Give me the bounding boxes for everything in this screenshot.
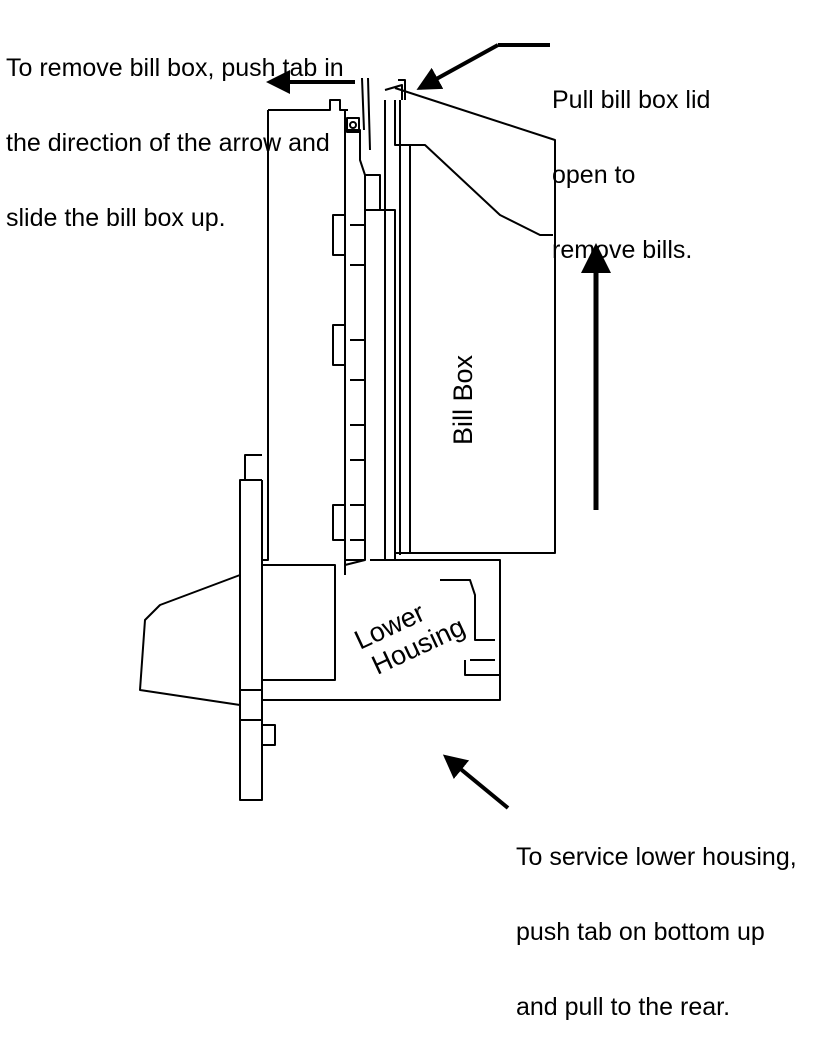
- bill-validator-diagram: Bill Box Lower Housing: [139, 43, 611, 810]
- release-tab: [361, 77, 371, 151]
- rail-block: [350, 224, 366, 266]
- flange-bottom-tab: [262, 724, 276, 746]
- bill-box-lid: [384, 84, 410, 146]
- instruction-line: open to: [552, 161, 636, 189]
- rail-block: [350, 424, 366, 461]
- bill-box-front-wall: [384, 100, 411, 560]
- mounting-flange: [239, 454, 263, 801]
- lower-housing-label: Lower Housing: [350, 584, 470, 682]
- instruction-line: and pull to the rear.: [516, 993, 731, 1021]
- rail-block: [350, 339, 366, 381]
- bill-box-outline: [394, 87, 556, 554]
- lower-housing-profile: [440, 579, 500, 676]
- open-lid-instruction: Pull bill box lid open to remove bills.: [552, 38, 710, 288]
- lid-latch: [398, 79, 406, 100]
- lower-rail-bracket: [344, 559, 366, 575]
- service-pointer-arrow: [442, 754, 510, 810]
- tab-knob: [332, 324, 345, 366]
- bezel-divider: [240, 689, 262, 721]
- instruction-line: the direction of the arrow and: [6, 129, 330, 157]
- instruction-line: To remove bill box, push tab in: [6, 54, 344, 82]
- instruction-line: Pull bill box lid: [552, 86, 711, 114]
- lid-contour: [410, 144, 553, 236]
- instruction-line: slide the bill box up.: [6, 204, 226, 232]
- bill-box-label: Bill Box: [448, 354, 478, 445]
- rail-block: [350, 504, 366, 541]
- remove-bill-box-instruction: To remove bill box, push tab in the dire…: [6, 6, 344, 256]
- upper-housing: [262, 99, 348, 561]
- lower-housing-block: [262, 564, 336, 681]
- tab-knob: [332, 214, 345, 256]
- instruction-line: push tab on bottom up: [516, 918, 765, 946]
- tab-knob: [332, 504, 345, 541]
- lid-pointer-arrow: [416, 43, 499, 90]
- inner-frame: [365, 174, 396, 560]
- bezel: [139, 574, 241, 706]
- latch-screw: [346, 117, 360, 133]
- instruction-line: To service lower housing,: [516, 843, 797, 871]
- rail: [345, 129, 366, 561]
